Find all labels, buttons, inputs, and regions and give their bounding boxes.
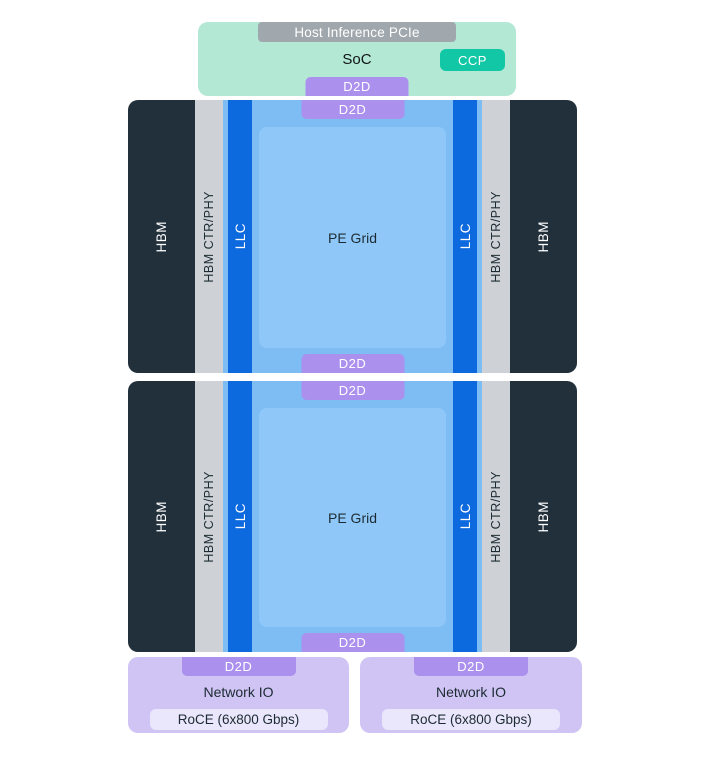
pe-grid-label: PE Grid [327,229,377,246]
llc-bar-right: LLC [453,100,477,373]
ccp-badge: CCP [440,49,505,71]
network-io-box-left: D2D Network IO RoCE (6x800 Gbps) [128,657,349,733]
hbm-ctr-phy-label: HBM CTR/PHY [202,190,216,283]
llc-label: LLC [232,503,248,530]
roce-badge: RoCE (6x800 Gbps) [382,709,560,730]
hbm-label: HBM [536,500,551,533]
llc-bar-left: LLC [228,381,252,652]
chip-die-2: HBM HBM CTR/PHY LLC PE Grid LLC D2D D2D … [128,381,577,652]
hbm-ctr-phy-label: HBM CTR/PHY [489,470,503,563]
die-core-region: LLC PE Grid LLC D2D D2D [223,100,482,373]
d2d-connector-die1-top: D2D [301,100,404,119]
d2d-connector-network-left: D2D [181,657,296,676]
host-inference-pcie-bar: Host Inference PCIe [258,22,456,42]
pe-grid: PE Grid [259,127,446,348]
die-core-region: LLC PE Grid LLC D2D D2D [223,381,482,652]
pe-grid-label: PE Grid [327,509,377,526]
d2d-connector-die2-top: D2D [301,381,404,400]
hbm-block-left: HBM [128,100,195,373]
hbm-label: HBM [536,220,551,253]
hbm-block-left: HBM [128,381,195,652]
llc-bar-left: LLC [228,100,252,373]
soc-box: SoC Host Inference PCIe CCP D2D [198,22,516,96]
llc-label: LLC [232,223,248,250]
network-io-label: Network IO [203,684,274,700]
llc-bar-right: LLC [453,381,477,652]
roce-badge: RoCE (6x800 Gbps) [149,709,328,730]
soc-label: SoC [342,50,372,68]
hbm-block-right: HBM [510,381,577,652]
hbm-block-right: HBM [510,100,577,373]
pe-grid: PE Grid [259,408,446,627]
hbm-ctr-phy-strip-right: HBM CTR/PHY [482,100,510,373]
d2d-connector-network-right: D2D [414,657,528,676]
hbm-ctr-phy-strip-left: HBM CTR/PHY [195,100,223,373]
hbm-ctr-phy-strip-left: HBM CTR/PHY [195,381,223,652]
network-io-label: Network IO [435,684,506,700]
llc-label: LLC [457,223,473,250]
chip-die-1: HBM HBM CTR/PHY LLC PE Grid LLC D2D D2D … [128,100,577,373]
hbm-ctr-phy-label: HBM CTR/PHY [202,470,216,563]
hbm-ctr-phy-label: HBM CTR/PHY [489,190,503,283]
d2d-connector-soc: D2D [305,77,409,96]
d2d-connector-die1-bottom: D2D [301,354,404,373]
hbm-label: HBM [154,500,169,533]
llc-label: LLC [457,503,473,530]
d2d-connector-die2-bottom: D2D [301,633,404,652]
network-io-box-right: D2D Network IO RoCE (6x800 Gbps) [360,657,582,733]
hbm-label: HBM [154,220,169,253]
hbm-ctr-phy-strip-right: HBM CTR/PHY [482,381,510,652]
